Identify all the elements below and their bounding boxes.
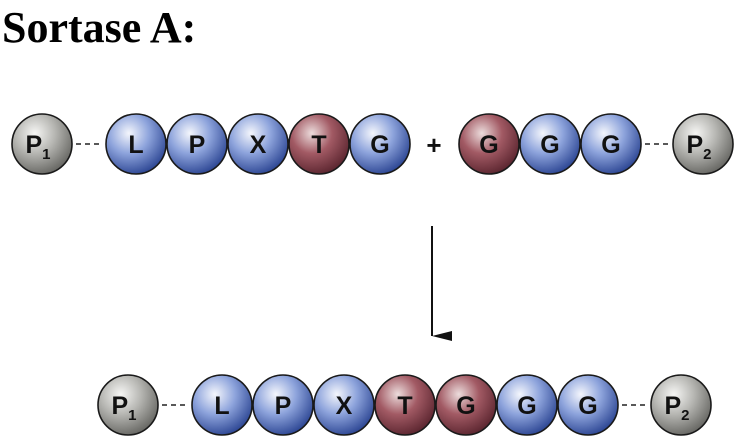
residue-bead-sphere — [105, 113, 167, 175]
p2-cap: P2 — [672, 113, 734, 175]
residue-bead-label: G — [517, 392, 536, 420]
p1-cap-sphere — [11, 113, 73, 175]
residue-bead: T — [374, 374, 436, 436]
residue-bead: T — [288, 113, 350, 175]
p2-cap-label: P2 — [686, 131, 711, 163]
p2-cap-sphere — [650, 374, 712, 436]
residue-bead: X — [227, 113, 289, 175]
residue-bead: G — [458, 113, 520, 175]
residue-bead-sphere — [580, 113, 642, 175]
residue-bead-label: X — [336, 392, 353, 420]
p1-cap-sphere — [97, 374, 159, 436]
p1-cap: P1 — [97, 374, 159, 436]
plus-sign: + — [426, 130, 441, 160]
residue-bead-sphere — [191, 374, 253, 436]
residue-bead: L — [191, 374, 253, 436]
residue-bead-label: G — [479, 131, 498, 159]
residue-bead: G — [435, 374, 497, 436]
residue-bead-label: P — [189, 131, 206, 159]
residue-bead-sphere — [374, 374, 436, 436]
residue-bead-label: G — [578, 392, 597, 420]
residue-bead: P — [252, 374, 314, 436]
residue-bead-sphere — [313, 374, 375, 436]
residue-bead-label: G — [370, 131, 389, 159]
residue-bead: G — [496, 374, 558, 436]
residue-bead-label: X — [250, 131, 267, 159]
residue-bead: G — [519, 113, 581, 175]
p1-cap: P1 — [11, 113, 73, 175]
page-title: Sortase A: — [2, 3, 197, 52]
residue-bead-sphere — [496, 374, 558, 436]
residue-bead: G — [349, 113, 411, 175]
p1-cap-label: P1 — [111, 392, 136, 424]
residue-bead-label: L — [128, 131, 143, 159]
residue-bead-sphere — [458, 113, 520, 175]
residue-bead-label: G — [540, 131, 559, 159]
p2-cap-sphere — [672, 113, 734, 175]
p2-cap-label: P2 — [664, 392, 689, 424]
residue-bead-label: T — [311, 131, 326, 159]
p2-cap: P2 — [650, 374, 712, 436]
residue-bead-sphere — [435, 374, 497, 436]
residue-bead-sphere — [227, 113, 289, 175]
residue-bead: G — [557, 374, 619, 436]
residue-bead-sphere — [557, 374, 619, 436]
residue-bead-sphere — [288, 113, 350, 175]
residue-bead: P — [166, 113, 228, 175]
residue-bead: X — [313, 374, 375, 436]
residue-bead-sphere — [252, 374, 314, 436]
residue-bead-label: T — [397, 392, 412, 420]
residue-bead-sphere — [349, 113, 411, 175]
residue-bead-sphere — [166, 113, 228, 175]
residue-bead-label: L — [214, 392, 229, 420]
residue-bead-label: P — [275, 392, 292, 420]
residue-bead: G — [580, 113, 642, 175]
residue-bead-label: G — [601, 131, 620, 159]
residue-bead-sphere — [519, 113, 581, 175]
residue-bead: L — [105, 113, 167, 175]
residue-bead-label: G — [456, 392, 475, 420]
p1-cap-label: P1 — [25, 131, 50, 163]
